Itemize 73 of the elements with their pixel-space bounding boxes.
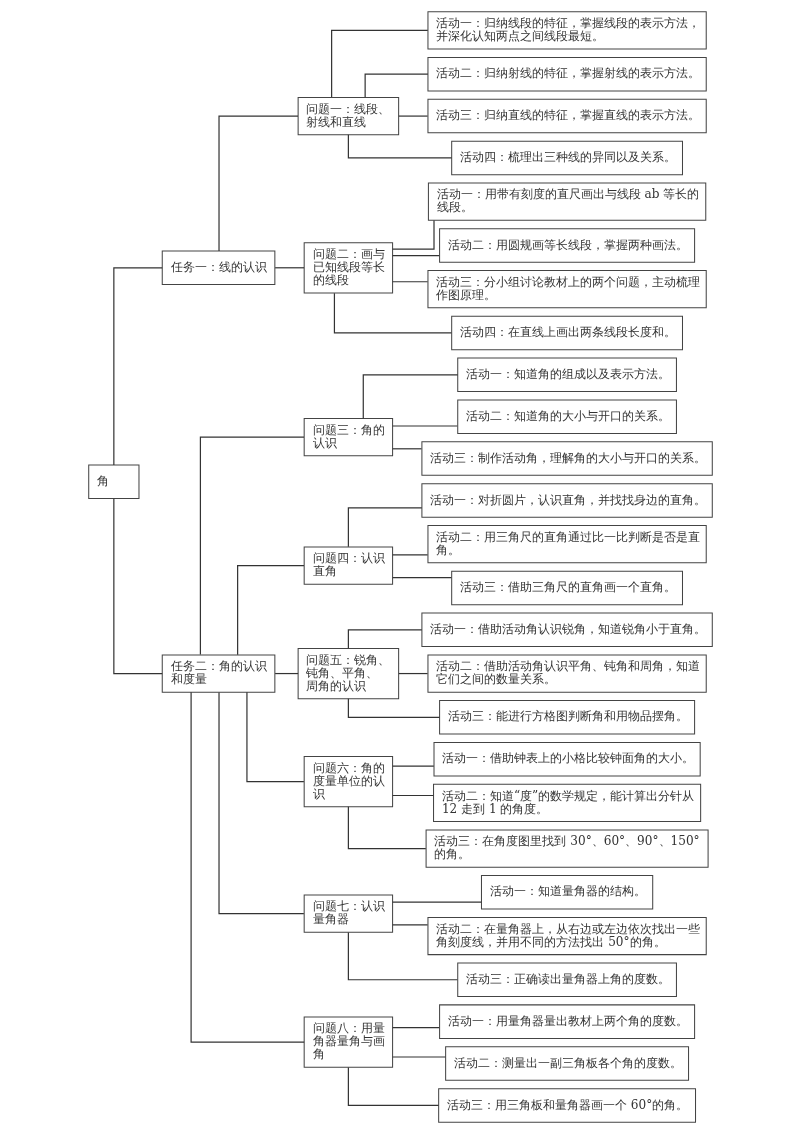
connector <box>236 565 305 656</box>
node-box: 活动三：在角度图里找到 30°、60°、90°、150°的角。 <box>425 829 709 868</box>
connector <box>245 691 304 783</box>
node-box: 活动二：测量出一副三角板各个角的度数。 <box>444 1046 689 1081</box>
connector <box>391 1027 440 1029</box>
node-box: 活动一：归纳线段的特征，掌握线段的表示方法，并深化认知两点之间线段最短。 <box>426 11 707 50</box>
connector <box>333 292 452 334</box>
node-box: 活动二：用三角尺的直角通过比一比判断是否是直角。 <box>426 525 707 564</box>
node-box: 任务一：线的认识 <box>161 250 275 286</box>
connector <box>347 698 440 718</box>
connector <box>274 672 299 675</box>
node-box: 任务二：角的认识和度量 <box>161 654 275 693</box>
node-box: 问题三：角的认识 <box>303 418 393 457</box>
connector <box>330 29 428 98</box>
node-box: 活动二：用圆规画等长线段，掌握两种画法。 <box>438 228 695 263</box>
node-box: 活动四：梳理出三种线的异同以及关系。 <box>450 140 683 176</box>
node-box: 活动一：知道角的组成以及表示方法。 <box>456 357 677 393</box>
node-box: 活动三：用三角板和量角器画一个 60°的角。 <box>437 1088 696 1123</box>
node-box: 问题四：认识直角 <box>303 546 393 585</box>
node-box: 活动三：归纳直线的特征，掌握直线的表示方法。 <box>426 98 707 134</box>
connector <box>364 73 429 98</box>
node-box: 问题六：角的度量单位的认识 <box>303 755 393 808</box>
connector <box>391 425 458 427</box>
connector <box>347 806 426 850</box>
connector <box>347 507 422 548</box>
node-box: 活动三：能进行方格图判断角和用物品摆角。 <box>438 700 695 735</box>
node-box: 活动三：分小组讨论教材上的两个问题，主动梳理作图原理。 <box>426 270 707 309</box>
connector <box>190 691 305 1043</box>
connector <box>217 691 304 915</box>
connector <box>217 115 299 252</box>
connector <box>391 901 482 903</box>
node-box: 问题八：用量角器量角与画角 <box>303 1016 393 1068</box>
connector <box>391 255 440 257</box>
connector <box>274 267 305 269</box>
node-box: 问题七：认识量角器 <box>303 894 393 933</box>
connector <box>391 1056 446 1058</box>
node-box: 活动二：知道“度”的数学规定，能计算出分针从 12 走到 1 的角度。 <box>432 783 701 823</box>
connector <box>391 281 428 283</box>
node-box: 活动一：用带有刻度的直尺画出与线段 ab 等长的线段。 <box>427 182 706 221</box>
node-box: 角 <box>87 464 139 500</box>
connector <box>391 448 422 450</box>
connector <box>391 219 435 250</box>
node-box: 问题二：画与已知线段等长的线段 <box>303 242 393 294</box>
connector <box>397 672 428 675</box>
node-box: 活动三：正确读出量角器上角的度数。 <box>456 962 677 997</box>
node-box: 活动一：借助活动角认识锐角，知道锐角小于直角。 <box>420 612 713 648</box>
connector <box>391 794 434 797</box>
connector <box>391 924 428 926</box>
node-box: 活动二：借助活动角认识平角、钝角和周角，知道它们之间的数量关系。 <box>426 654 707 693</box>
connector <box>391 554 428 556</box>
node-box: 活动一：借助钟表上的小格比较钟面角的大小。 <box>433 741 701 777</box>
node-box: 活动一：知道量角器的结构。 <box>480 875 653 910</box>
connector <box>199 436 305 656</box>
node-box: 活动二：在量角器上，从右边或左边依次找出一些角刻度线，并用不同的方法找出 50°的角。 <box>426 916 707 956</box>
node-box: 活动三：借助三角尺的直角画一个直角。 <box>450 570 683 606</box>
connector <box>391 577 452 579</box>
connector <box>347 931 458 981</box>
connector <box>391 765 434 767</box>
node-box: 活动四：在直线上画出两条线段长度和。 <box>450 315 683 351</box>
connector <box>397 115 428 117</box>
node-box: 活动一：用量角器量出教材上两个角的度数。 <box>438 1004 695 1039</box>
connector <box>347 629 422 649</box>
node-box: 问题一：线段、射线和直线 <box>297 96 399 136</box>
connector <box>347 1066 439 1106</box>
connector <box>347 134 452 159</box>
connector <box>362 374 458 420</box>
node-box: 活动三：制作活动角，理解角的大小与开口的关系。 <box>420 441 713 476</box>
node-box: 问题五：锐角、钝角、平角、周角的认识 <box>297 647 399 700</box>
node-box: 活动二：知道角的大小与开口的关系。 <box>456 399 677 434</box>
node-box: 活动二：归纳射线的特征，掌握射线的表示方法。 <box>426 56 707 92</box>
connector <box>112 267 163 466</box>
node-box: 活动一：对折圆片，认识直角，并找找身边的直角。 <box>420 483 713 518</box>
connector <box>112 498 163 675</box>
